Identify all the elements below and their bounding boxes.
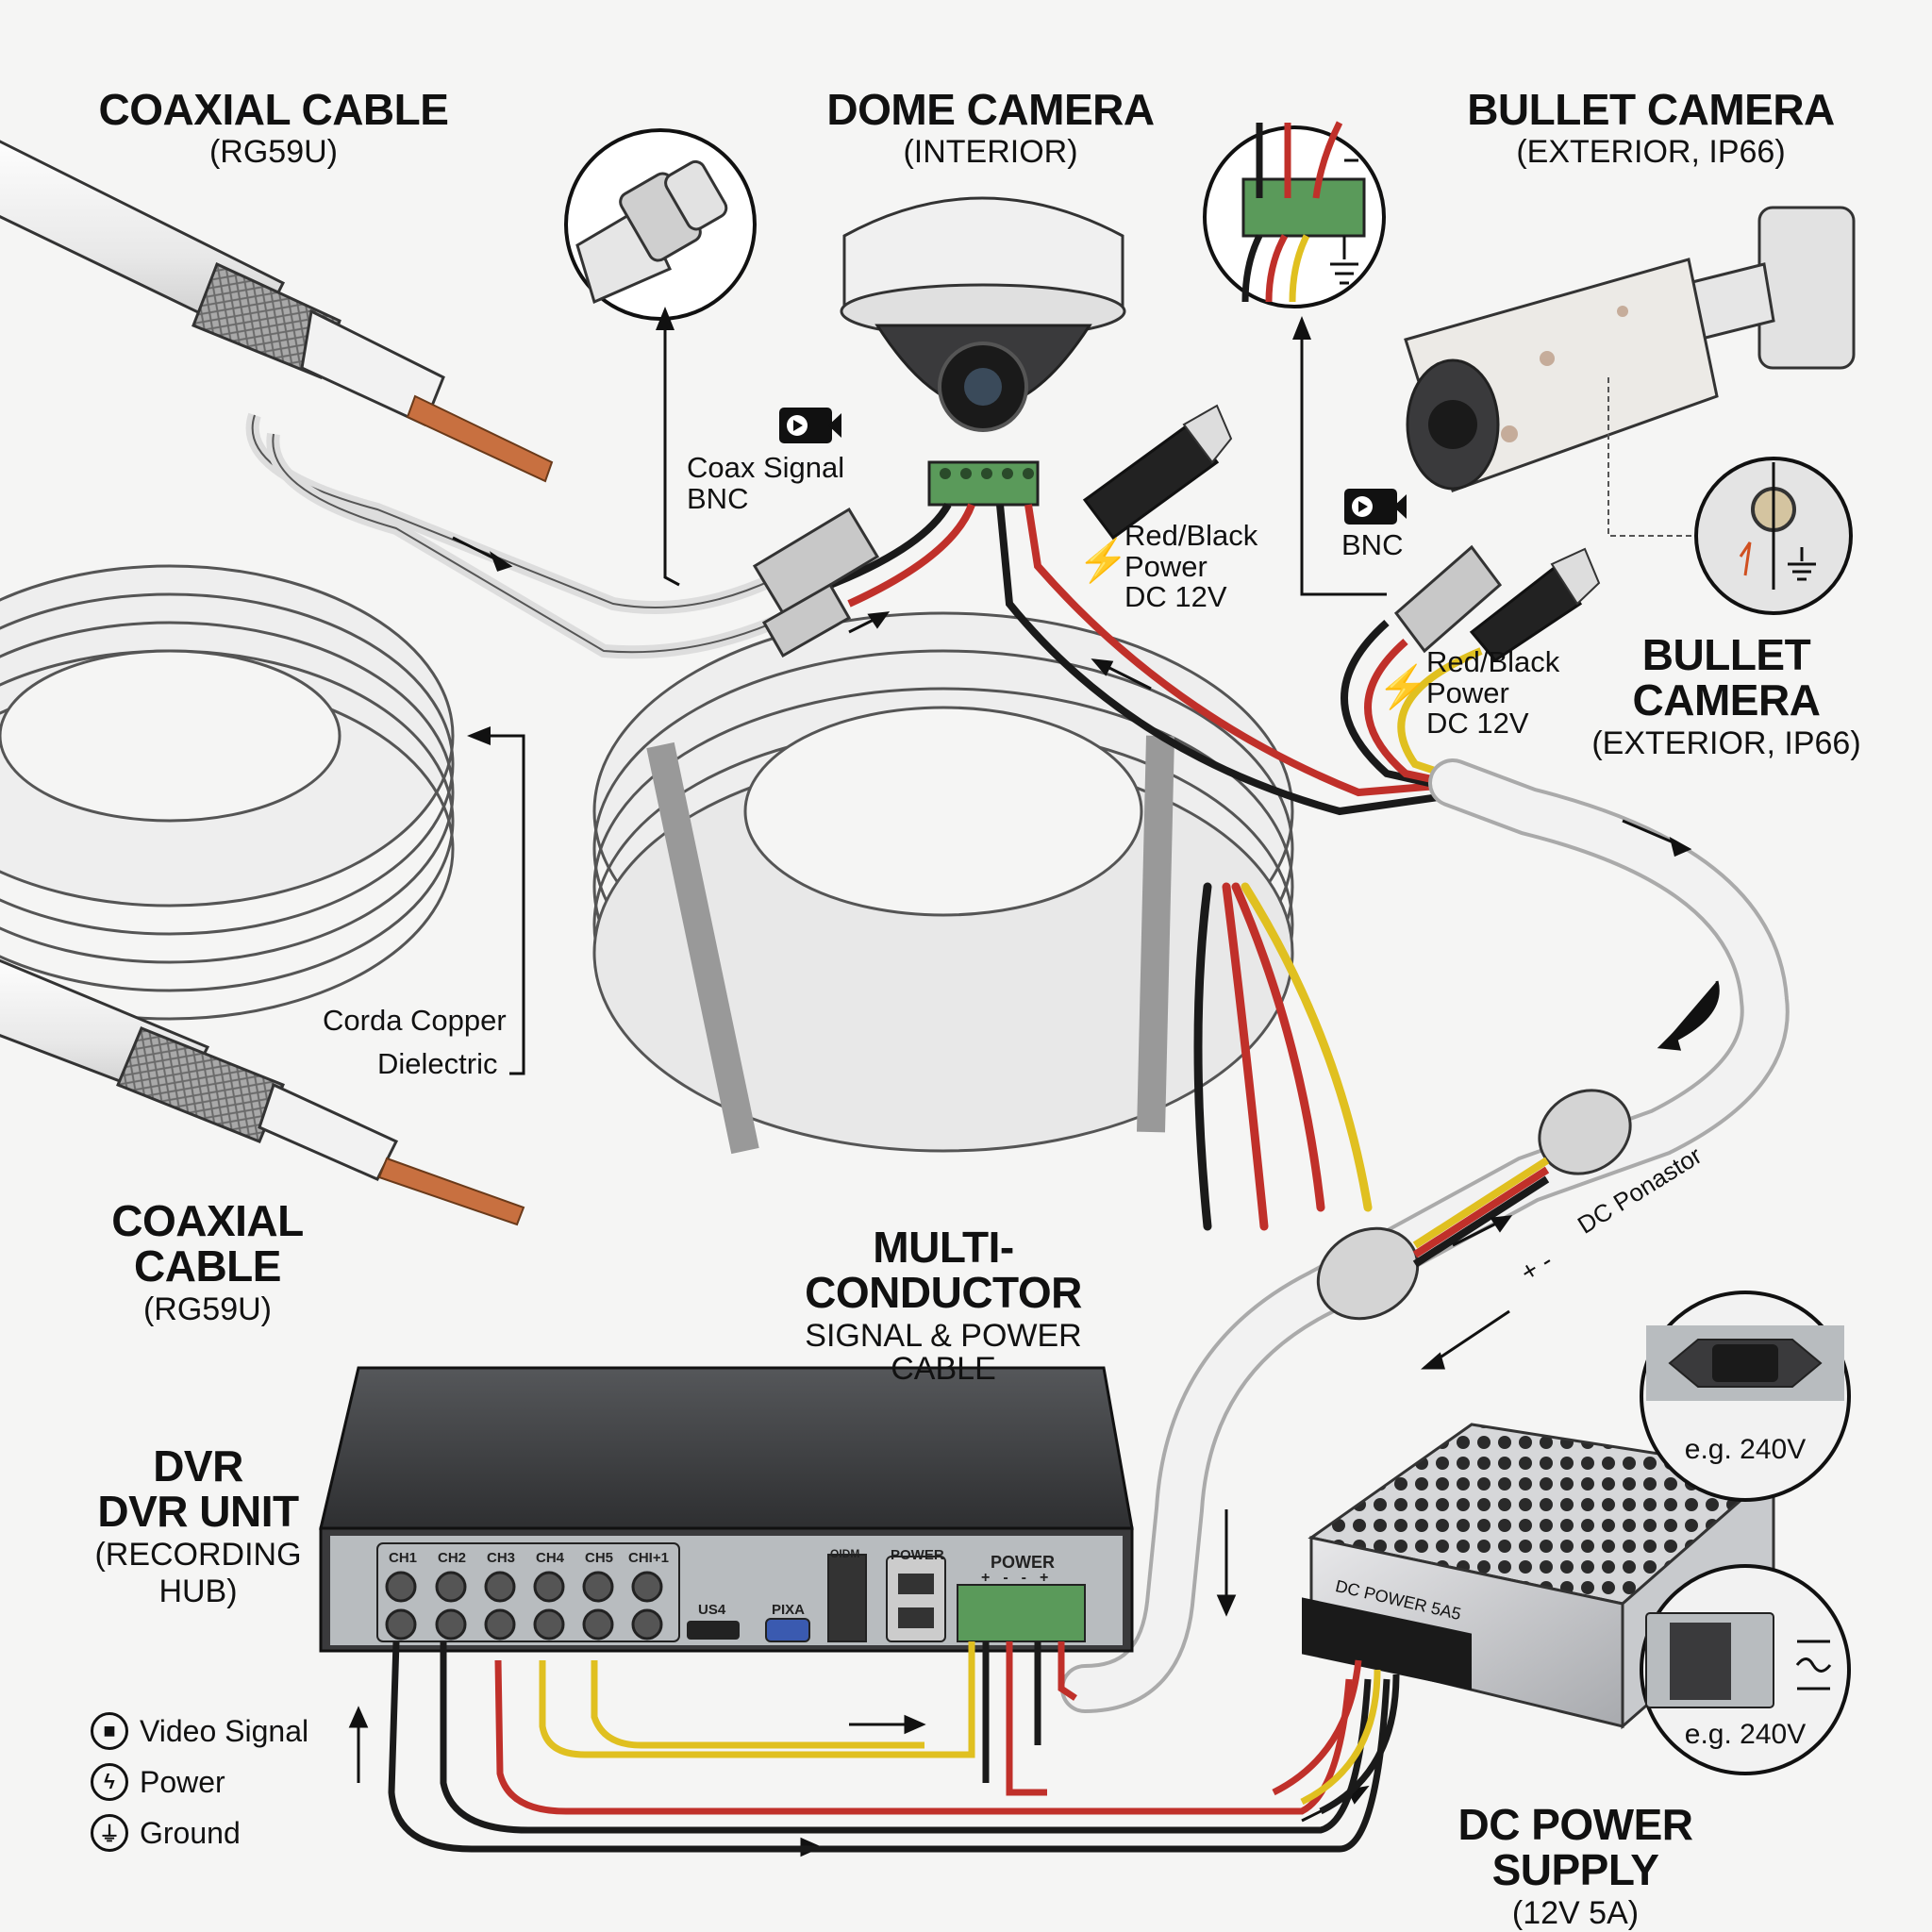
video-camera-icon [779,408,841,443]
bullet-camera-top-subtitle: (EXTERIOR, IP66) [1516,134,1786,171]
dome-power-line2: Power [1124,549,1208,583]
bullet-power-line2: Power [1426,675,1509,709]
dvr-label: DVR DVR UNIT (RECORDING HUB) [85,1443,311,1609]
terminal-sign: - [1021,1570,1040,1586]
coax-cable-bottom [0,958,525,1226]
dome-camera-title: DOME CAMERA [826,85,1155,134]
port-label-ch6: CHI+1 [628,1550,669,1566]
coax-cable-top-label: COAXIAL CABLE (RG59U) [94,87,453,170]
bullet-wires [1341,620,1483,796]
legend-label-ground: Ground [140,1815,241,1850]
terminal-polarity-signs: +--+ [981,1570,1061,1587]
dc-power-supply-label: DC POWER SUPPLY (12V 5A) [1387,1802,1764,1930]
dc-power-supply-title: DC POWER SUPPLY [1457,1800,1694,1895]
coax-cable-top-title: COAXIAL CABLE [98,85,449,134]
bullet-bnc-note: BNC [1341,528,1404,561]
bnc-inset [564,128,757,321]
port-label-ch2: CH2 [438,1550,467,1566]
port-label-ch5: CH5 [585,1550,614,1566]
dvr-unit [319,1366,1134,1653]
video-camera-icon [1344,489,1407,525]
port-label-hdmi: US4 [698,1602,726,1618]
port-label-ch3: CH3 [487,1550,516,1566]
dome-dc-plug [1082,404,1233,541]
power-bolt-icon: ⚡ [1077,538,1129,584]
terminal-sign: + [1040,1570,1062,1586]
psu-wires [1272,1659,1400,1815]
multi-conductor-coil [592,611,1294,1155]
legend-label-video: Video Signal [140,1713,309,1748]
bullet-power-line3: DC 12V [1426,707,1529,741]
bullet-camera-mid-subtitle: (EXTERIOR, IP66) [1591,724,1861,761]
port-label-usb: OIDM [830,1547,860,1560]
power-bolt-icon: ⚡ [1377,664,1429,710]
ac-inlet-top-text: e.g. 240V [1684,1434,1807,1465]
terminal-inset [1203,121,1386,308]
bullet-power-note: Red/Black Power DC 12V [1426,645,1560,741]
bracket-line [491,734,525,1075]
port-label-power-terminal: POWER [991,1553,1056,1572]
coax-signal-line2: BNC [687,481,749,515]
dc-connector [1316,1089,1632,1321]
legend-item-video: ■ Video Signal [91,1706,308,1757]
video-camera-icon: ■ [91,1712,128,1750]
ground-icon: ⏚ [91,1814,128,1852]
dielectric-note: Dielectric [377,1047,498,1080]
legend-item-ground: ⏚ Ground [91,1807,308,1858]
terminal-sign: - [1003,1570,1022,1586]
multi-conductor-title: MULTI-CONDUCTOR [805,1223,1082,1318]
bullet-camera-top-label: BULLET CAMERA (EXTERIOR, IP66) [1453,87,1849,170]
port-label-vga: PIXA [772,1602,806,1618]
coax-cable-top [0,140,554,483]
multi-conductor-subtitle: SIGNAL & POWER CABLE [805,1317,1082,1388]
port-label-ch4: CH4 [536,1550,565,1566]
legend-item-power: ϟ Power [91,1757,308,1807]
dome-power-note: Red/Black Power DC 12V [1124,519,1258,614]
coax-signal-note: Coax Signal BNC [687,451,845,515]
bullet-camera [1404,206,1856,492]
dome-bnc-connector [752,507,880,658]
bullet-bnc-connector [1393,544,1503,654]
multi-conductor-label: MULTI-CONDUCTOR SIGNAL & POWER CABLE [755,1224,1132,1387]
ground-inset [1694,457,1853,615]
bullet-camera-mid-label: BULLET CAMERA (EXTERIOR, IP66) [1557,632,1896,760]
bullet-power-line1: Red/Black [1426,645,1560,678]
dome-power-line1: Red/Black [1124,519,1258,552]
bullet-camera-top-title: BULLET CAMERA [1467,85,1835,134]
dome-camera-subtitle: (INTERIOR) [903,134,1078,171]
coax-cable-bottom-title: COAXIAL CABLE [111,1196,304,1291]
legend: ■ Video Signal ϟ Power ⏚ Ground [91,1706,308,1858]
multi-conductor-wires [1193,882,1373,1231]
coax-cable-bottom-label: COAXIAL CABLE (RG59U) [57,1198,358,1326]
bullet-dc-plug [1469,547,1601,662]
port-label-lan: POWER [891,1547,944,1563]
dvr-subtitle-line2: HUB) [158,1574,238,1610]
terminal-sign: + [981,1570,1004,1586]
port-label-ch1: CH1 [389,1550,418,1566]
dvr-wires [388,1641,1391,1853]
dvr-unit-title: DVR UNIT [97,1487,299,1537]
ac-inlet-bottom-text: e.g. 240V [1684,1719,1807,1750]
dc-power-supply-subtitle: (12V 5A) [1511,1894,1640,1931]
coax-cable-top-subtitle: (RG59U) [208,134,339,171]
dome-camera [840,196,1126,507]
coax-cable-bottom-subtitle: (RG59U) [142,1291,273,1327]
corda-copper-note: Corda Copper [323,1004,507,1037]
ac-inlet-inset-bottom [1640,1564,1851,1775]
dome-wires [828,502,1473,816]
dvr-subtitle-line1: (RECORDING [94,1536,302,1573]
legend-label-power: Power [140,1764,225,1799]
ac-inlet-inset-top [1640,1291,1851,1502]
power-bolt-icon: ϟ [91,1763,128,1801]
dvr-title: DVR [153,1441,243,1491]
dome-power-line3: DC 12V [1124,580,1227,614]
coax-signal-line1: Coax Signal [687,451,845,484]
bullet-camera-mid-title: BULLET CAMERA [1632,630,1821,725]
dome-camera-label: DOME CAMERA (INTERIOR) [811,87,1170,170]
coax-coil [0,564,455,1021]
